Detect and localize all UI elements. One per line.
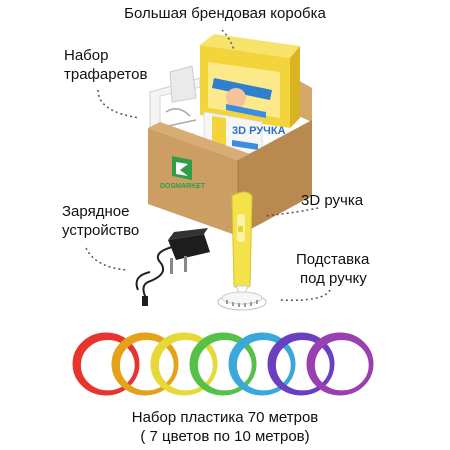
- plastic-label-line2: ( 7 цветов по 10 метров): [140, 428, 310, 445]
- filament-coil: [228, 332, 296, 396]
- leader-box: [221, 29, 235, 51]
- charger-label-line1: Зарядное: [62, 203, 130, 220]
- leader-stand: [279, 289, 331, 302]
- filament-coil: [306, 332, 374, 396]
- box-label: Большая брендовая коробка: [124, 5, 326, 22]
- filament-coil: [267, 332, 335, 396]
- pen-3d: [231, 191, 253, 297]
- leader-lines: [85, 29, 331, 302]
- filament-set: [72, 332, 374, 396]
- box-front-right: [238, 120, 312, 236]
- leader-charger: [85, 247, 129, 271]
- stencils-label-line2: трафаретов: [64, 66, 148, 83]
- charger: [135, 228, 210, 306]
- stand-label-line1: Подставка: [296, 251, 370, 268]
- filament-coil: [111, 332, 179, 396]
- stencils-label-line1: Набор: [64, 47, 109, 64]
- box-front-left: [148, 128, 238, 236]
- plastic-label-line1: Набор пластика 70 метров: [131, 409, 319, 426]
- filament-coil: [150, 332, 218, 396]
- pen-stand: [217, 291, 267, 311]
- pen-label: 3D ручка: [301, 192, 364, 209]
- box-product-title: 3D РУЧКА: [232, 125, 286, 137]
- filament-coil: [189, 332, 257, 396]
- stand-label-line2: под ручку: [300, 270, 367, 287]
- brand-logo: DOSMARKET: [160, 156, 206, 190]
- charger-label-line2: устройство: [62, 222, 140, 239]
- filament-coil: [72, 332, 140, 396]
- leader-stencils: [97, 89, 141, 119]
- brand-name: DOSMARKET: [160, 183, 206, 190]
